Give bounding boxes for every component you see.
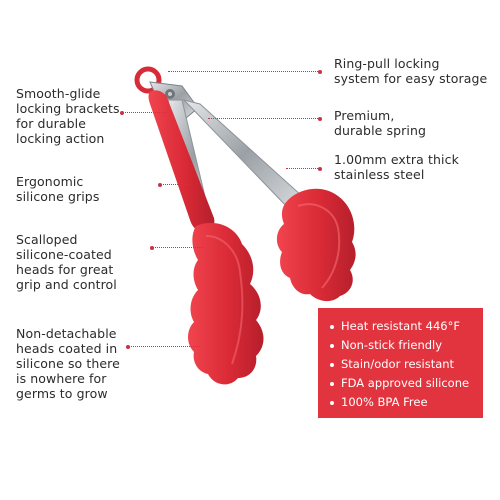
leader-scalloped-heads	[150, 245, 204, 250]
callout-ergonomic-grips: Ergonomic silicone grips	[16, 174, 100, 204]
leader-durable-spring	[208, 116, 322, 121]
callout-non-detachable-heads: Non-detachable heads coated in silicone …	[16, 326, 120, 401]
callout-scalloped-heads: Scalloped silicone-coated heads for grea…	[16, 232, 117, 292]
feature-item: Non-stick friendly	[330, 336, 473, 355]
leader-stainless-steel	[286, 166, 322, 171]
feature-item: Stain/odor resistant	[330, 355, 473, 374]
callout-ring-pull: Ring-pull locking system for easy storag…	[334, 56, 488, 86]
leader-non-detachable-heads	[126, 344, 200, 349]
bullet-icon	[330, 381, 334, 386]
leader-ring-pull	[168, 69, 322, 74]
feature-text: Heat resistant 446°F	[341, 319, 460, 333]
feature-item: FDA approved silicone	[330, 374, 473, 393]
bullet-icon	[330, 362, 334, 367]
feature-text: Stain/odor resistant	[341, 357, 455, 371]
callout-stainless-steel: 1.00mm extra thick stainless steel	[334, 152, 459, 182]
right-scalloped-head	[276, 188, 356, 302]
pull-ring	[134, 66, 162, 94]
callout-durable-spring: Premium, durable spring	[334, 108, 427, 138]
feature-text: Non-stick friendly	[341, 338, 443, 352]
callout-locking-brackets: Smooth-glide locking brackets for durabl…	[16, 86, 120, 146]
bullet-icon	[330, 343, 334, 348]
feature-text: 100% BPA Free	[341, 395, 428, 409]
bullet-icon	[330, 400, 334, 405]
feature-item: Heat resistant 446°F	[330, 317, 473, 336]
bullet-icon	[330, 324, 334, 329]
feature-list-box: Heat resistant 446°F Non-stick friendly …	[318, 308, 483, 418]
leader-locking-brackets	[120, 110, 166, 115]
left-grip	[148, 90, 215, 232]
left-scalloped-head	[188, 222, 264, 385]
feature-text: FDA approved silicone	[341, 376, 470, 390]
feature-item: 100% BPA Free	[330, 393, 473, 412]
leader-ergonomic-grips	[158, 182, 192, 187]
